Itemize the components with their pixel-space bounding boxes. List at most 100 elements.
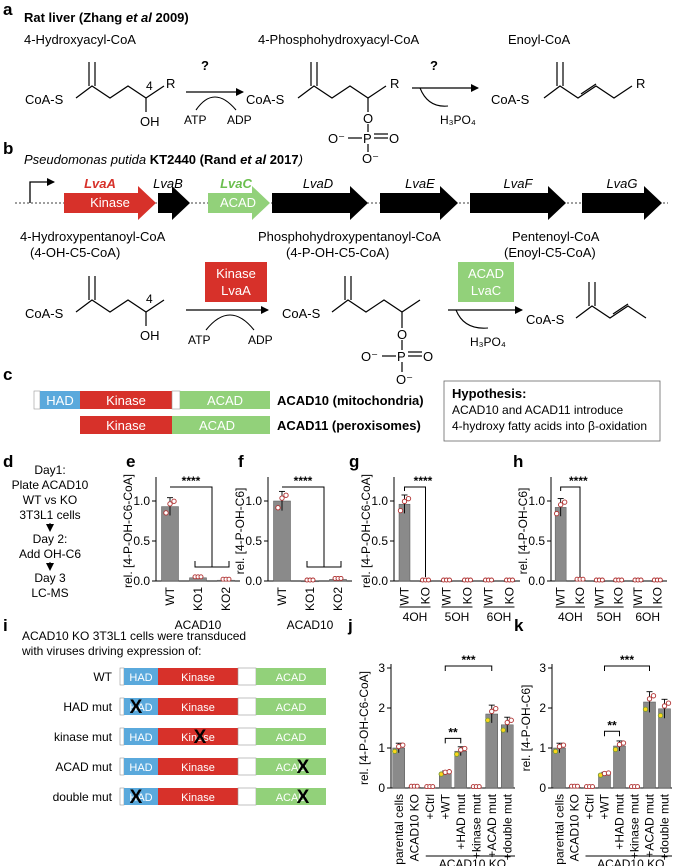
y-tick-label: 2	[539, 701, 546, 715]
panel-i: i ACAD10 KO 3T3L1 cells were transduced …	[3, 616, 326, 808]
bar	[613, 745, 626, 789]
had-domain-label: HAD	[129, 672, 152, 684]
group-label: 6OH	[635, 610, 660, 624]
cofactor-arc-1	[195, 96, 237, 111]
mutation-mark: X	[297, 787, 310, 808]
mol-hydroxyacyl-coa: 4-Hydroxyacyl-CoA	[24, 32, 136, 47]
protocol-day2-title: Day 2:	[33, 532, 68, 546]
data-point	[552, 748, 559, 755]
x-tick-label: +ACAD mut	[485, 793, 499, 857]
x-tick-label: KO2	[219, 587, 233, 611]
construct-label: WT	[93, 670, 112, 684]
data-point	[414, 783, 420, 789]
y-tick-label: 0.5	[133, 534, 150, 548]
data-point	[612, 746, 619, 753]
significance-label: **	[607, 718, 617, 732]
gene-name-lvac: LvaC	[220, 176, 252, 191]
group-label: 4OH	[403, 610, 428, 624]
data-point	[508, 717, 514, 723]
data-point	[476, 784, 482, 790]
acad11-acad-label: ACAD	[199, 418, 235, 433]
acad-box-label: ACAD	[468, 266, 504, 281]
x-tick-label: +Ctrl	[583, 794, 597, 820]
cofactor-arc-2	[419, 87, 449, 107]
o-ester-2: O	[363, 111, 373, 126]
acad11-kinase-label: Kinase	[106, 418, 146, 433]
protocol-day3-title: Day 3	[34, 571, 66, 585]
panel-label-f: f	[238, 452, 244, 471]
linker	[237, 727, 257, 746]
data-point	[605, 770, 612, 776]
panel-label-b: b	[3, 139, 13, 158]
acad11-name: ACAD11 (peroxisomes)	[277, 418, 421, 433]
significance-bracket	[444, 737, 462, 744]
kinase-domain-label: Kinase	[181, 732, 215, 744]
significance-label: ***	[620, 653, 634, 667]
significance-label: ****	[569, 474, 588, 488]
group-label: 4OH	[558, 610, 583, 624]
data-point	[426, 577, 431, 583]
data-point	[642, 706, 649, 712]
group-label: 5OH	[597, 610, 622, 624]
y-tick-label: 0.0	[371, 574, 388, 588]
acad-lvac-box	[458, 262, 514, 302]
acad-domain-label: ACAD	[276, 792, 307, 804]
mutation-mark: X	[130, 697, 143, 718]
acad11-acad-domain	[172, 416, 270, 434]
x-tick-label: WT	[482, 586, 496, 605]
group-label: ACAD10 KO	[597, 857, 664, 866]
x-tick-label: +Ctrl	[423, 794, 437, 820]
acad10-name: ACAD10 (mitochondria)	[277, 393, 424, 408]
group-label: ACAD10	[175, 618, 222, 632]
x-tick-label: +HAD mut	[613, 793, 627, 849]
panel-label-k: k	[514, 616, 524, 635]
linker	[237, 697, 257, 716]
data-point	[510, 577, 515, 583]
coa-s-3: CoA-S	[491, 92, 530, 107]
kinase-domain	[158, 788, 238, 805]
data-point	[489, 577, 494, 583]
kinase-domain	[158, 758, 238, 775]
structure-pentenoyl	[575, 282, 647, 319]
data-point	[657, 577, 663, 583]
hypothesis-title: Hypothesis:	[452, 386, 526, 401]
structure-4oh-c5	[75, 276, 165, 326]
r-group-1: R	[166, 76, 175, 91]
acad10-acad-domain	[180, 391, 270, 409]
data-point	[590, 784, 595, 790]
data-point	[619, 577, 625, 583]
hypothesis-line-1: ACAD10 and ACAD11 introduce	[452, 403, 624, 417]
panel-label-h: h	[513, 452, 523, 471]
data-point	[493, 706, 499, 712]
significance-label: ****	[182, 474, 201, 488]
kinase-lvaa-box	[205, 262, 267, 302]
panel-label-c: c	[3, 365, 12, 384]
protocol-day1-line3: 3T3L1 cells	[19, 508, 80, 522]
o-double-b2: O	[423, 349, 433, 364]
data-point	[283, 492, 289, 498]
data-point	[446, 769, 452, 775]
acad-domain-label: ACAD	[276, 672, 307, 684]
panel-label-e: e	[126, 452, 135, 471]
gene-lvag	[582, 186, 662, 220]
x-tick-label: KO1	[303, 587, 317, 611]
had-domain-label: HAD	[129, 732, 152, 744]
data-point	[575, 783, 580, 789]
construct-label: ACAD mut	[55, 760, 112, 774]
gene-lvaa-function: Kinase	[90, 195, 130, 210]
promoter-arrow	[29, 178, 55, 203]
data-point	[638, 577, 644, 583]
x-tick-label: +ACAD mut	[643, 793, 657, 857]
y-tick-label: 0.5	[245, 534, 262, 548]
data-point	[661, 703, 668, 709]
had-domain	[124, 758, 158, 775]
o-ester-b2: O	[397, 327, 407, 342]
y-tick-label: 0.0	[245, 574, 262, 588]
data-point	[405, 496, 412, 502]
x-tick-label: +HAD mut	[454, 793, 468, 849]
cofactor-arc-b1	[205, 314, 255, 331]
protocol-day1-title: Day1:	[34, 463, 65, 477]
